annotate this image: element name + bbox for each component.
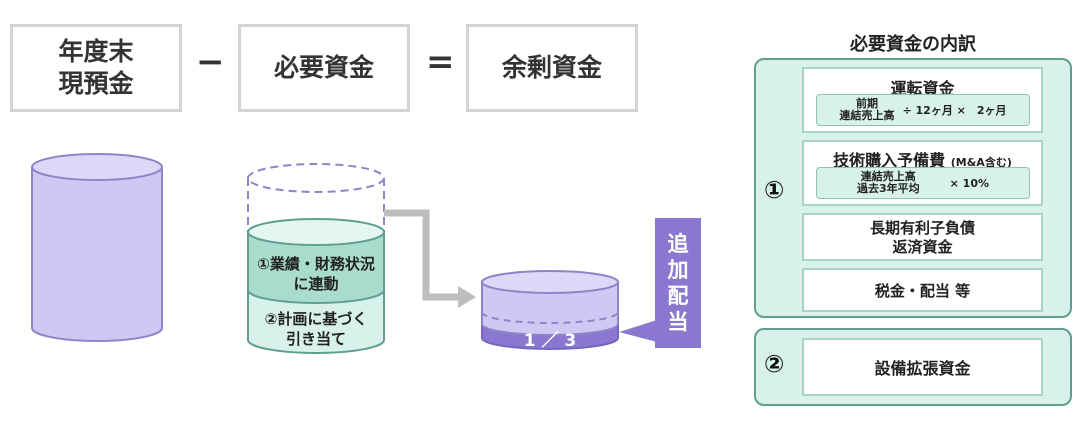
tech-formula-top: 連結売上高 bbox=[860, 170, 916, 183]
char-4: 当 bbox=[667, 310, 689, 334]
char-1: 追 bbox=[667, 232, 689, 256]
tech-formula-bottom: 過去3年平均 bbox=[856, 182, 920, 195]
minus-operator: − bbox=[196, 42, 225, 82]
tech-reserve-note: (M&A含む) bbox=[950, 156, 1012, 169]
cash-cylinder bbox=[31, 153, 163, 342]
tech-reserve-title-row: 技術購入予備費 (M&A含む) bbox=[804, 147, 1041, 171]
year-end-label: 年度末 bbox=[58, 37, 134, 66]
performance-line1: ①業績・財務状況 bbox=[257, 255, 375, 273]
char-2: 加 bbox=[667, 258, 689, 282]
planned-line2: 引き当て bbox=[285, 330, 346, 348]
one-third-label: 1 ／ 3 bbox=[523, 331, 577, 351]
surplus-funds-box: 余剰資金 bbox=[466, 24, 638, 112]
required-funds-box: 必要資金 bbox=[238, 24, 410, 112]
formula-top: 前期 bbox=[855, 97, 878, 110]
dashed-cylinder-top bbox=[247, 163, 385, 232]
surplus-funds-label: 余剰資金 bbox=[501, 53, 602, 82]
working-formula-fraction: 前期 連結売上高 bbox=[839, 98, 894, 122]
tech-reserve-formula: 連結売上高 過去3年平均 × 10% bbox=[816, 167, 1030, 199]
capex-label: 設備拡張資金 bbox=[874, 359, 971, 378]
performance-linked-label: ①業績・財務状況 に連動 bbox=[248, 254, 384, 294]
tax-dividend-box: 税金・配当 等 bbox=[802, 268, 1043, 312]
surplus-arrow bbox=[384, 209, 476, 308]
required-funds-cylinder bbox=[247, 218, 385, 354]
planned-allocation-label: ②計画に基づく 引き当て bbox=[248, 309, 384, 349]
extra-dividend-pointer bbox=[619, 320, 657, 342]
tech-formula-rest: × 10% bbox=[949, 176, 990, 190]
formula-bottom: 連結売上高 bbox=[839, 109, 895, 122]
equals-operator: = bbox=[426, 42, 455, 82]
tax-dividend-label: 税金・配当 等 bbox=[874, 281, 971, 300]
surplus-cylinder bbox=[481, 270, 619, 350]
performance-line2: に連動 bbox=[293, 275, 339, 293]
required-funds-label: 必要資金 bbox=[273, 53, 374, 82]
char-3: 配 bbox=[667, 284, 689, 308]
breakdown-title: 必要資金の内訳 bbox=[850, 34, 976, 55]
capex-box: 設備拡張資金 bbox=[802, 338, 1043, 396]
formula-rest: ÷ 12ヶ月 × 2ヶ月 bbox=[902, 104, 1007, 117]
cash-label: 現預金 bbox=[58, 69, 134, 98]
tech-formula-fraction: 連結売上高 過去3年平均 bbox=[857, 171, 920, 195]
extra-dividend-label: 追 加 配 当 bbox=[655, 218, 701, 348]
debt-line1: 長期有利子負債 bbox=[869, 219, 975, 237]
group2-number: ② bbox=[764, 350, 785, 378]
working-capital-formula: 前期 連結売上高 ÷ 12ヶ月 × 2ヶ月 bbox=[816, 94, 1030, 126]
group1-number: ① bbox=[764, 176, 785, 204]
debt-repayment-box: 長期有利子負債 返済資金 bbox=[802, 213, 1043, 261]
year-end-cash-box: 年度末 現預金 bbox=[10, 24, 182, 112]
debt-line2: 返済資金 bbox=[892, 238, 953, 256]
tech-reserve-label: 技術購入予備費 bbox=[833, 151, 946, 170]
planned-line1: ②計画に基づく bbox=[264, 310, 368, 328]
working-capital-label: 運転資金 bbox=[890, 79, 955, 98]
